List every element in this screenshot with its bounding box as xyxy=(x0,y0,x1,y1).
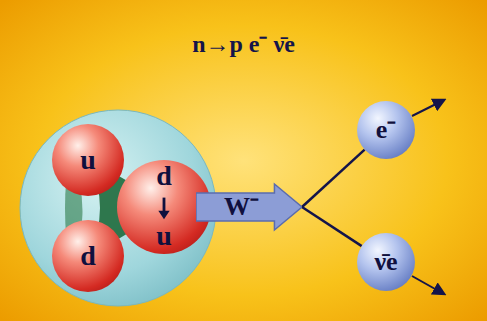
lepton-sphere: ν̄e xyxy=(357,233,415,291)
boson-label: W⁻ xyxy=(224,194,259,220)
neutron-body xyxy=(20,110,216,306)
particle-line xyxy=(302,150,365,207)
quark-label: u xyxy=(156,222,172,250)
equation-title: n→p e⁻ ν̄e xyxy=(0,26,487,59)
lepton-sphere: e⁻ xyxy=(357,101,415,159)
boson-arrow: W⁻ xyxy=(196,182,302,232)
motion-arrow xyxy=(412,276,444,294)
quark-label: u xyxy=(80,146,96,174)
lepton-label: e⁻ xyxy=(376,117,397,143)
quark-label: d xyxy=(80,242,96,270)
quark-sphere: u xyxy=(52,124,124,196)
quark-label: d xyxy=(156,162,172,190)
lepton-label: ν̄e xyxy=(374,249,397,275)
quark-sphere: d xyxy=(52,220,124,292)
motion-arrow xyxy=(412,100,444,116)
particle-line xyxy=(302,207,362,246)
